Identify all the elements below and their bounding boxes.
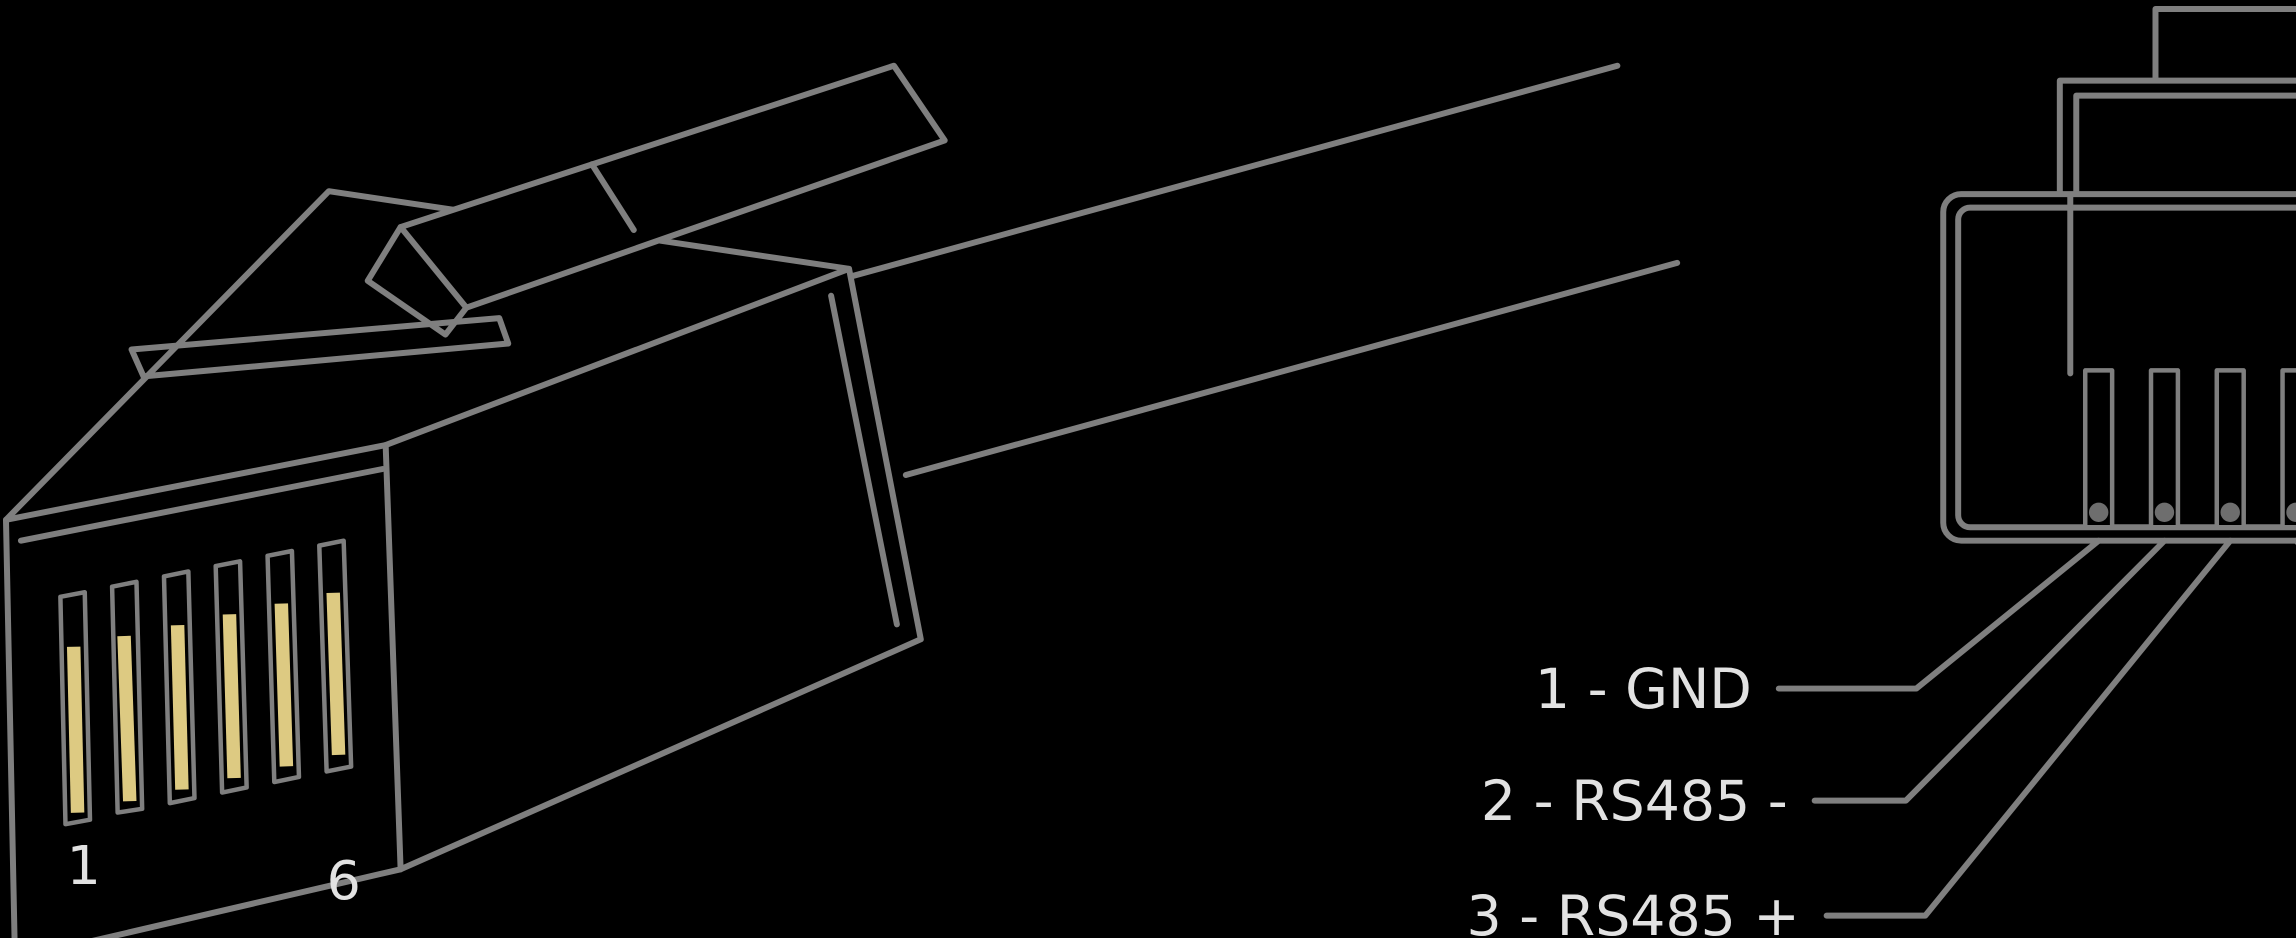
leader-pin2 — [1811, 537, 2168, 804]
pin-contact-dot — [2088, 502, 2109, 523]
pin-label-3: 3 - RS485 + — [1467, 885, 1800, 938]
pin1-number-label: 1 — [67, 834, 101, 897]
pin-gold-contact — [66, 646, 85, 813]
leader-pin1 — [1775, 537, 2102, 692]
side-top-edge — [382, 265, 853, 449]
top-step-edge — [128, 315, 512, 380]
pin-slots-front — [2082, 368, 2296, 530]
pin-leader-lines — [1775, 537, 2296, 919]
leader-pin3 — [1823, 537, 2234, 919]
pin-slots-3d — [58, 538, 354, 827]
pin-gold-contact — [222, 614, 241, 779]
body-outer — [1940, 191, 2296, 544]
pin-label-2: 2 - RS485 - — [1481, 770, 1788, 834]
pin-slot — [2148, 368, 2181, 530]
pin-gold-contact — [170, 625, 189, 790]
cable-edge-bottom — [902, 259, 1681, 478]
pin-gold-contact — [117, 635, 137, 802]
pin-contact-dot — [2286, 502, 2296, 523]
pin-gold-contact — [274, 603, 294, 767]
pin-label-1: 1 - GND — [1535, 658, 1752, 722]
pin-slot — [2082, 368, 2115, 530]
pin-slot — [2280, 368, 2296, 530]
pin-contact-dot — [2154, 502, 2175, 523]
latch-fold-line — [588, 161, 637, 234]
pin-contact-dot — [2220, 502, 2240, 523]
front-face-inner-edge — [17, 466, 386, 544]
pin6-number-label: 6 — [327, 849, 361, 912]
side-inner-line — [828, 292, 900, 628]
plug-3d-view: 1 6 — [2, 62, 1681, 938]
pin-gold-contact — [326, 592, 346, 756]
body-inner — [1955, 204, 2296, 531]
latch-strip — [397, 62, 948, 311]
cable-edge-top — [843, 62, 1621, 281]
latch-nub — [2152, 5, 2296, 87]
plug-front-view: 1 - GND 2 - RS485 - 3 - RS485 + 6 - NC 5… — [1467, 5, 2296, 938]
pin-slot — [2214, 368, 2246, 530]
